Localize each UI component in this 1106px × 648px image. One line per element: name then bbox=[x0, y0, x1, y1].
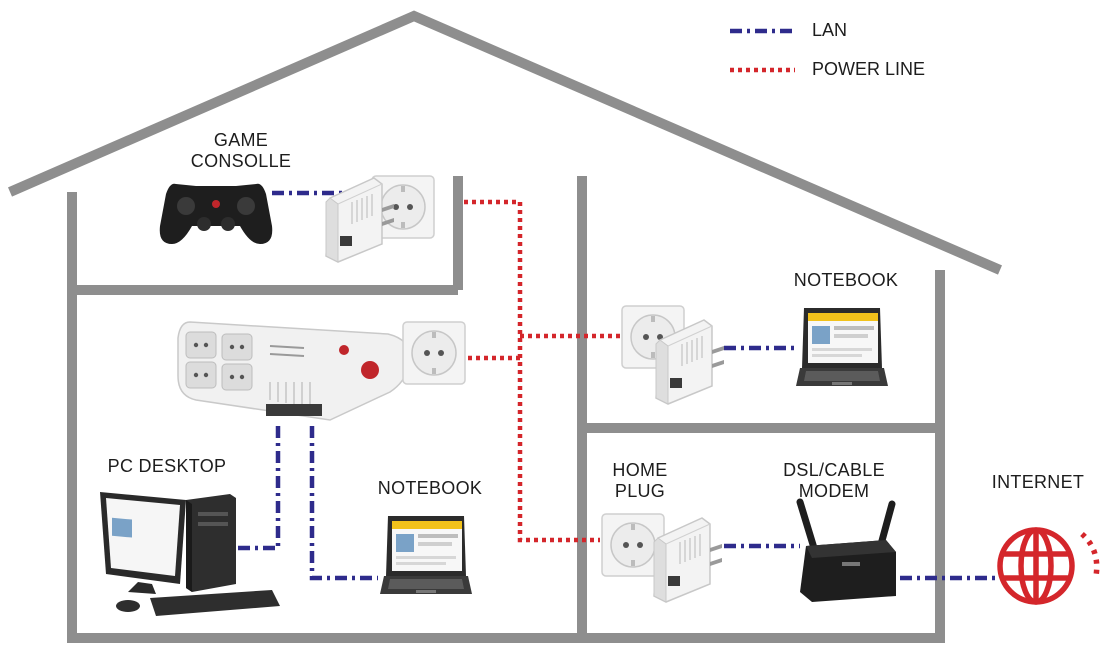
legend-lan-label: LAN bbox=[812, 20, 848, 40]
label-home-plug: HOME PLUG bbox=[590, 460, 690, 502]
desktop-pc-icon bbox=[100, 492, 280, 616]
label-game-console-line1: GAME bbox=[213, 130, 269, 150]
label-game-console-line2: CONSOLLE bbox=[190, 151, 292, 171]
label-game-console: GAME CONSOLLE bbox=[186, 130, 296, 172]
wall-socket-icon bbox=[402, 321, 466, 385]
label-modem-line2: MODEM bbox=[798, 481, 870, 501]
legend-powerline-label: POWER LINE bbox=[812, 59, 926, 79]
label-modem: DSL/CABLE MODEM bbox=[774, 460, 894, 502]
label-notebook-top: NOTEBOOK bbox=[793, 270, 899, 290]
label-notebook-bottom: NOTEBOOK bbox=[377, 478, 483, 498]
legend bbox=[730, 28, 795, 73]
label-home-plug-line1: HOME bbox=[612, 460, 668, 480]
label-internet: INTERNET bbox=[991, 472, 1085, 492]
power-strip-icon bbox=[177, 321, 411, 421]
notebook-icon bbox=[796, 308, 888, 386]
house-outline bbox=[8, 10, 1002, 643]
game-controller-icon bbox=[159, 183, 273, 244]
power-line-connections bbox=[464, 199, 626, 543]
notebook-icon bbox=[380, 516, 472, 594]
label-modem-line1: DSL/CABLE bbox=[783, 460, 885, 480]
router-icon bbox=[796, 498, 896, 602]
globe-icon bbox=[997, 527, 1100, 605]
label-home-plug-line2: PLUG bbox=[614, 481, 666, 501]
lan-connections bbox=[236, 190, 996, 581]
label-pc-desktop: PC DESKTOP bbox=[107, 456, 227, 476]
